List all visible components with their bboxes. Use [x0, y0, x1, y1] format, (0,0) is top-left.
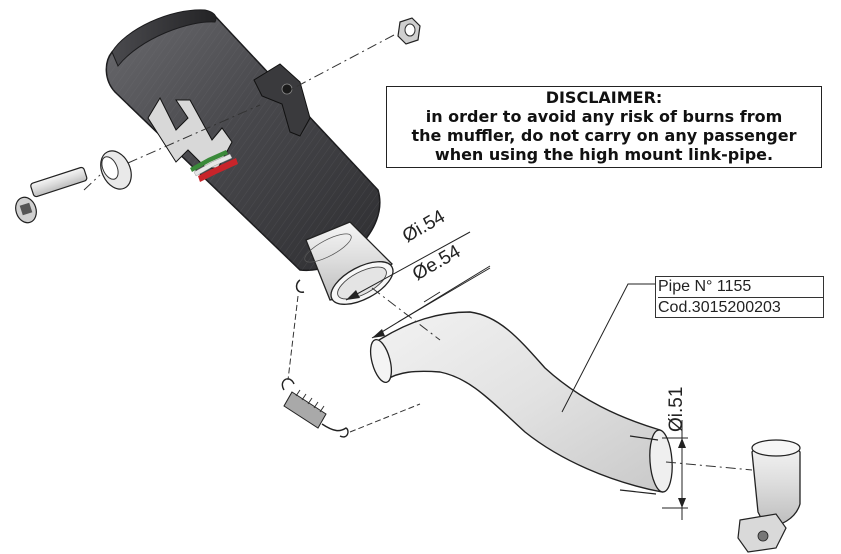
- pipe-code: Cod.3015200203: [658, 299, 781, 316]
- clamp-icon: [737, 439, 801, 553]
- dimension-value: i.51: [666, 386, 687, 418]
- pipe-label-box: Pipe N° 1155 Cod.3015200203: [655, 276, 824, 318]
- diameter-symbol: Ø: [666, 417, 687, 432]
- disclaimer-title: DISCLAIMER:: [545, 88, 663, 107]
- lv-logo-icon: [147, 96, 238, 182]
- muffler-icon: [105, 9, 381, 272]
- disclaimer-box: DISCLAIMER: in order to avoid any risk o…: [386, 86, 822, 168]
- spring-icon: [281, 378, 349, 438]
- spring-path-lines: [287, 295, 421, 433]
- dimension-inner-pipe-end: Øi.51: [666, 387, 688, 432]
- disclaimer-line-3: when using the high mount link-pipe.: [434, 145, 774, 164]
- dimension-arrows: [346, 290, 686, 508]
- link-pipe-icon: [369, 311, 673, 495]
- nut-icon: [397, 17, 421, 45]
- muffler-outlet-icon: [295, 221, 394, 305]
- disclaimer-line-1: in order to avoid any risk of burns from: [425, 107, 783, 126]
- bolt-icon: [15, 166, 88, 224]
- pipe-name: Pipe N° 1155: [658, 277, 823, 298]
- disclaimer-line-2: the muffler, do not carry on any passeng…: [411, 126, 797, 145]
- washer-icon: [100, 150, 132, 190]
- assembly-lines: [83, 34, 753, 471]
